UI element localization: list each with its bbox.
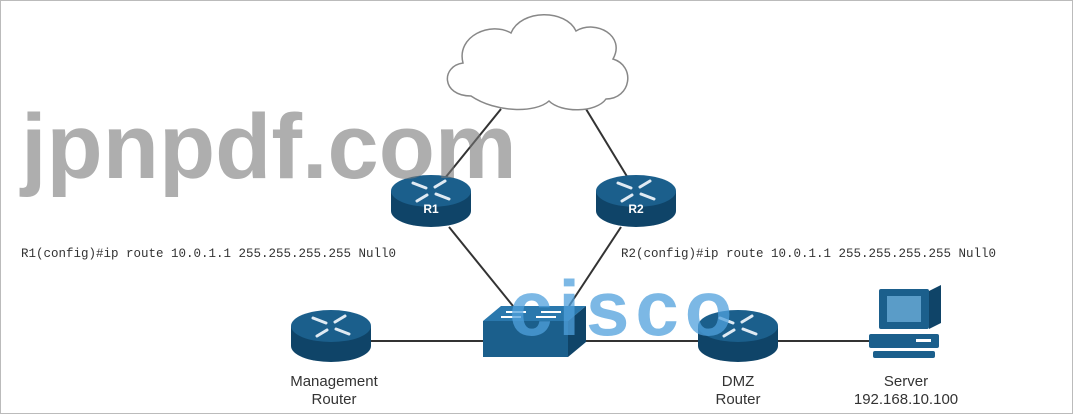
r1-router-icon: R1 <box>391 175 471 227</box>
r2-command-text: R2(config)#ip route 10.0.1.1 255.255.255… <box>621 247 997 261</box>
management-router-label-line2: Router <box>311 391 357 408</box>
dmz-router-label-line2: Router <box>715 391 761 408</box>
r2-router-label: R2 <box>628 202 644 216</box>
server-ip-label: 192.168.10.100 <box>853 391 959 408</box>
server-label: Server 192.168.10.100 <box>831 373 981 409</box>
cloud-icon <box>446 14 629 111</box>
management-router-label: Management Router <box>259 373 409 409</box>
dmz-router-label: DMZ Router <box>663 373 813 409</box>
switch-icon <box>483 306 586 357</box>
dmz-router-label-line1: DMZ <box>721 373 755 390</box>
r2-router-icon: R2 <box>596 175 676 227</box>
dmz-router-icon <box>698 310 778 362</box>
management-router-label-line1: Management <box>290 373 378 390</box>
server-icon <box>869 285 941 358</box>
r1-router-label: R1 <box>423 202 439 216</box>
r1-command-text: R1(config)#ip route 10.0.1.1 255.255.255… <box>21 247 397 261</box>
links <box>371 108 871 342</box>
management-router-icon <box>291 310 371 362</box>
server-label-line1: Server <box>883 373 929 390</box>
link-r1-switch <box>448 226 514 307</box>
link-r2-switch <box>568 226 622 307</box>
link-cloud-r2 <box>585 108 632 184</box>
link-cloud-r1 <box>440 108 502 184</box>
